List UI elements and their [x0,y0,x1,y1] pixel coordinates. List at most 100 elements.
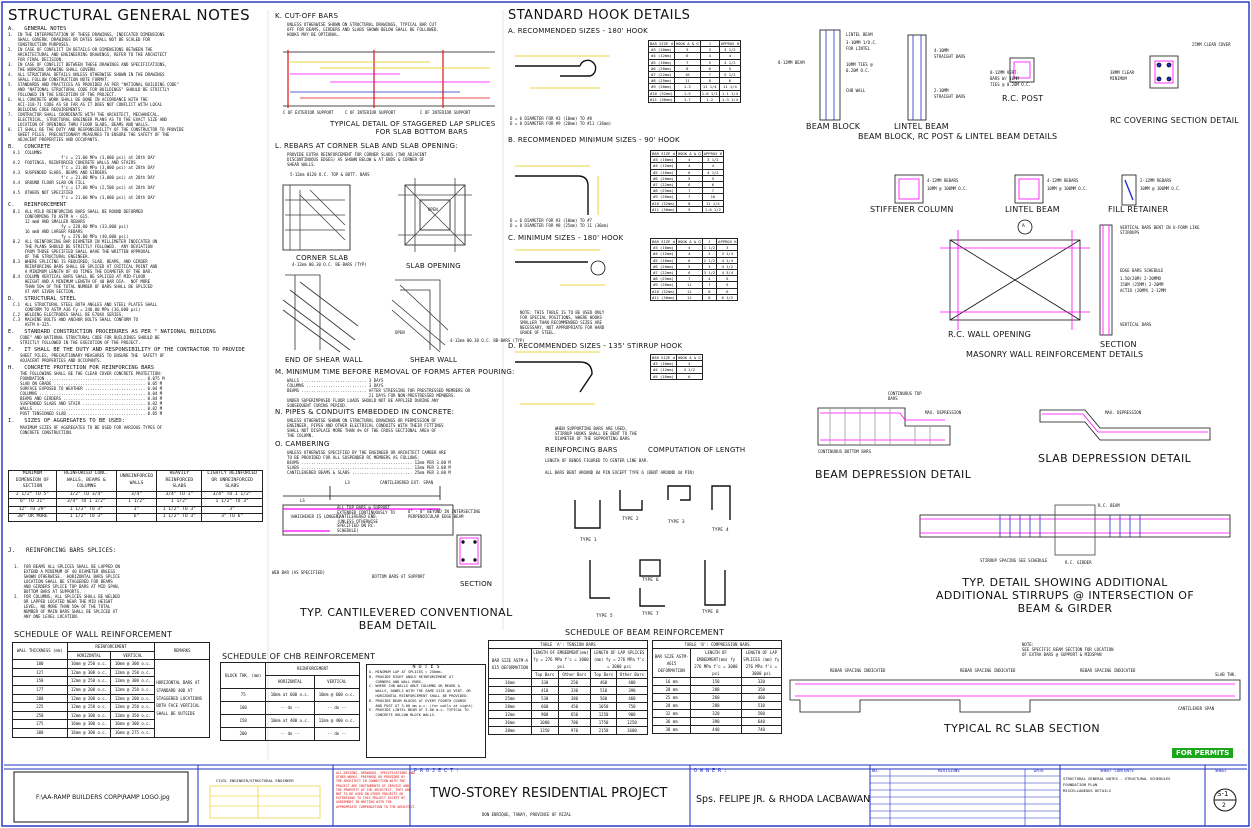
slab-label-2: REBAR SPACING INDICATED [960,668,1016,673]
aggregate-cell: 2 1/2" TO 5" [8,490,57,499]
wall-header: WALL THICKNESS (mm) [12,641,68,661]
aggregate-cell: 1 1/2" [115,498,158,507]
tension-title: TABLE 'A': TENSION BARS [488,640,648,649]
wall-remark-line: BOTH FACE VERTICAL [156,703,200,709]
hook-b-cell: 5 [701,174,725,183]
tension-cell: 510 [590,686,617,695]
tension-cell: 750 [615,702,649,711]
type-4-label: TYPE 4 [712,528,729,533]
aggregate-cell: 3" TO 6" [201,513,263,522]
bars-text-2: ALL BARS BENT AROUND 8d PIN EXCEPT TYPE … [545,470,695,475]
copyright-line: NOT TO BE USED ON OTHER PROJECTS OR [336,792,404,797]
sheet-content-line: STRUCTURAL GENERAL NOTES - STRUCTURAL SC… [1063,776,1171,781]
notes-line: B.2 ALL REINFORCING BAR DIAMETER IN MILL… [8,238,158,244]
tension-cell: 390 [615,686,649,695]
notes-line: ADJACENT PROPERTIES AND OCCUPANTS. [8,137,100,143]
sheet-label: SHEET [1215,768,1228,773]
compression-header: BAR SIZE ASTM-A615 DEFORMATION [651,648,692,678]
notes-line: THE PLANS SHOULD BE STRICTLY FOLLOWED. A… [8,243,153,249]
splice-line: LEVEL, NO MORE THAN 50% OF THE TOTAL [14,604,111,609]
notes-line: REINFORCING BARS SHALL BE SPLICED AT CRI… [8,263,158,269]
beam-schedule-title: SCHEDULE OF BEAM REINFORCEMENT [565,628,725,637]
notes-line: STRICTLY FOLLOWED IN THE EXECUTION OF TH… [8,340,141,346]
aggregate-row: 2 1/2" TO 5"1/2" TO 3/4"3/4"3/4" TO 1"3/… [8,490,263,499]
wall-label-edge-3: ACTIO (20MM) 2-12MM [1120,288,1166,293]
cant-section-label: SECTION [460,580,493,588]
notes-line: COLUMNS ................................… [8,391,163,397]
tension-cell: 1350 [530,726,559,735]
notes-line: WALLS ..................................… [8,406,163,412]
notes-title: STRUCTURAL GENERAL NOTES [8,6,251,24]
notes-line: BEAMS AND GIRDERS ......................… [8,396,163,402]
splice-line: SHOWN OTHERWISE. HORIZONTAL BARS SPLICE [14,574,120,579]
aggregate-header: HEAVILY REINFORCED SLABS [156,470,203,492]
notes-line: f'c = 21.00 MPa (3,000 psi) at 28th DAY [8,155,155,161]
type-6-label: TYPE 6 [642,578,659,583]
wall-cell: 12mm @ 300 o.c. [66,710,112,721]
hook-c-cell: 4 1/2 [716,262,739,271]
wall-cell: 225 [12,702,68,712]
aggregate-header: UNREINFORCED WALLS [115,470,158,492]
permit-badge: FOR PERMITS [1172,748,1234,758]
bb-label-7: CHB WALL [846,88,866,93]
hook-a-cell: 1-3 1/4 [718,95,742,104]
tension-cell: 1250 [590,710,617,719]
cutoff-line: UNLESS OTHERWISE SHOWN ON STRUCTURAL DRA… [275,22,437,27]
hook-d-cell: #4 (12mm) [650,366,677,374]
hook-a-cell: #6 (20mm) [648,64,675,73]
hook-b-cell: #6 (20mm) [650,174,677,183]
notes-line: A MINIMUM LENGTH OF 40 TIMES THE DIAMETE… [8,268,153,274]
aggregate-cell: 3/4" TO 1 1/2" [201,490,263,499]
aggregate-cell: 12" TO 29" [8,505,57,514]
hook-d-note: DIAMETER OF THE SUPPORTING BARS [555,436,630,441]
wall-header: VERTICAL [110,650,156,661]
tension-cell: 560 [590,694,617,703]
bb-label-3: FOR LINTEL [846,46,871,51]
pipes-line: THE COLUMN. [275,433,314,438]
stirrup-label-spacing: STIRRUP SPACING SEE SCHEDULE [980,558,1048,563]
chb-cell: -- do -- [265,701,315,715]
hook-c-note: FOR SPECIAL POSITIONS, WHERE HOOKS [520,315,602,320]
wall-cell: 12mm @ 300 o.c. [110,676,156,686]
hook-d-note: WHEN SUPPORTING BARS ARE USED, [555,426,628,431]
compression-cell: 20 mm [651,685,692,694]
compression-cell: 580 [740,709,783,718]
wall-cell: 127 [12,667,68,678]
aggregate-cell: 3" [115,505,158,514]
hook-d-header: HOOK A & G [675,353,703,362]
hook-c-cell: 3 [716,244,739,252]
notes-line: CONFORMING TO ASTM A - 615. [8,213,90,219]
hook-d-notes: WHEN SUPPORTING BARS ARE USED,STIRRUP HO… [555,426,637,441]
bb-bars-label: 4-12mm 00.30 O.C. BB-BARS (TYP) [450,338,525,343]
hook-c-cell: #11 (36mm) [650,293,677,302]
tension-header: Other Bars [557,670,592,679]
corner-slab-drawing [282,184,351,251]
aggregate-cell: 3/4" TO 1" [156,490,203,499]
slab-opening-drawing [398,178,472,252]
chb-note-line: C. WHERE CHB WALLS ABUT COLUMNS OR BEAMS… [369,684,460,689]
notes-line: 1. IN THE INTERPRETATION OF THESE DRAWIN… [8,32,165,38]
hook-a-cell: #5 (16mm) [648,58,675,66]
hook-a-cell: 5 1/2 [718,70,742,79]
hook-b-cell: #11 (36mm) [650,205,677,214]
beam-depression-drawing [817,407,951,446]
pipes-line: UNLESS OTHERWISE SHOWN ON STRUCTURAL DRA… [275,418,437,423]
tension-cell: 16mm [488,678,532,687]
hook-a-cell: 1-7 [673,95,701,104]
aggregate-cell: 6" [115,513,158,522]
forms-line: WALLS ........................... 3 DAYS [275,378,384,383]
type-1-label: TYPE 1 [580,538,597,543]
tension-cell: 1600 [615,726,649,735]
notes-line: POST TENSIONED SLAB ....................… [8,411,163,417]
bars-text-1: LENGTH OF BENDS FIGURED TO CENTER LINE B… [545,458,649,463]
cutoff-line: OFF FOR BEAMS, GIRDERS AND SLABS SHOWN B… [275,27,439,32]
